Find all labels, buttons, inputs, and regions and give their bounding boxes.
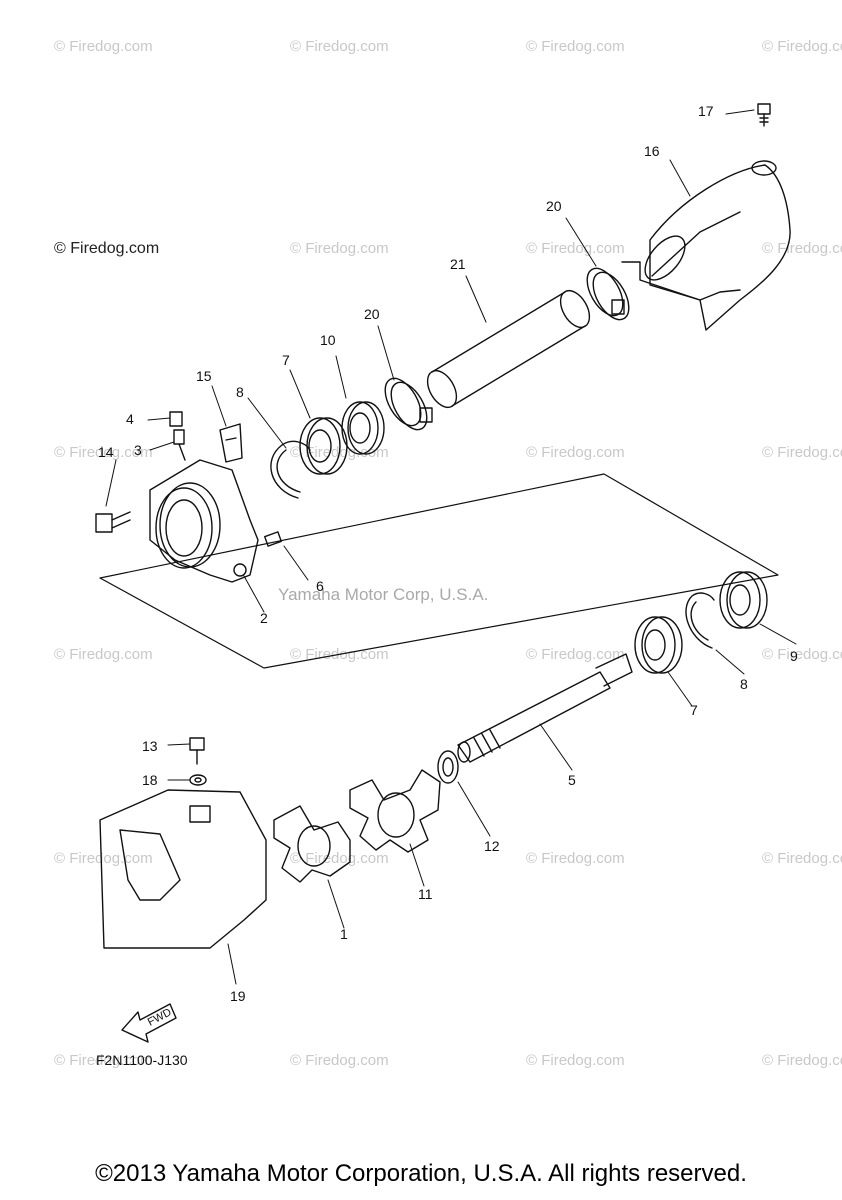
firedog-watermark-main: © Firedog.com <box>54 240 160 257</box>
watermark-text: © Firedog.com <box>290 850 389 867</box>
leader-lines <box>105 109 797 985</box>
fitting-3 <box>173 429 186 461</box>
callout-17: 15 <box>196 368 212 384</box>
callout-19: 17 <box>698 103 714 119</box>
watermark-text: © Firedog.com <box>54 1052 153 1069</box>
pump-housing-2 <box>149 459 259 583</box>
callout-10: 10 <box>320 332 336 348</box>
yamaha-corp-watermark: Yamaha Motor Corp, U.S.A. <box>278 585 489 604</box>
liner-1 <box>273 805 351 883</box>
callout-8: 8 <box>740 676 748 692</box>
watermark-text: © Firedog.com <box>526 1052 625 1069</box>
watermark-text: © Firedog.com <box>762 240 842 257</box>
watermark-text: © Firedog.com <box>54 646 153 663</box>
bearing-7-lower <box>634 616 683 674</box>
callout-16: 14 <box>98 444 114 460</box>
watermark-text: © Firedog.com <box>54 850 153 867</box>
watermark-text: © Firedog.com <box>526 240 625 257</box>
callout-13: 13 <box>142 738 158 754</box>
callout-14: 18 <box>142 772 158 788</box>
copyright-footer: ©2013 Yamaha Motor Corporation, U.S.A. A… <box>95 1160 747 1187</box>
callout-2: 2 <box>260 610 268 626</box>
washer-14 <box>189 774 207 786</box>
bearing-10 <box>341 401 385 455</box>
drive-shaft-6 <box>457 653 633 763</box>
callout-9: 9 <box>790 648 798 664</box>
clamp-20-upper <box>586 267 630 321</box>
watermark-text: © Firedog.com <box>526 850 625 867</box>
watermark-text: © Firedog.com <box>762 646 842 663</box>
hose-21 <box>426 289 591 409</box>
watermark-text: © Firedog.com <box>54 444 153 461</box>
pin-5 <box>264 531 282 547</box>
bolt-13 <box>189 737 205 765</box>
callout-3: 3 <box>134 442 142 458</box>
watermark-text: © Firedog.com <box>54 38 153 55</box>
watermark-text: © Firedog.com <box>290 1052 389 1069</box>
callout-18: 16 <box>644 143 660 159</box>
impeller-11 <box>349 769 441 853</box>
watermark-text: © Firedog.com <box>526 646 625 663</box>
callout-4: 4 <box>126 411 134 427</box>
callout-15: 19 <box>230 988 246 1004</box>
watermark-text: © Firedog.com <box>526 444 625 461</box>
watermark-text: © Firedog.com <box>762 850 842 867</box>
watermark-text: © Firedog.com <box>762 444 842 461</box>
callout-20: 20 <box>364 306 380 322</box>
cap-4 <box>169 411 183 427</box>
callout-1: 1 <box>340 926 348 942</box>
watermark-text: © Firedog.com <box>526 38 625 55</box>
circlip-8-lower <box>685 592 715 649</box>
fwd-label: FWD <box>146 1006 174 1028</box>
nozzle-18 <box>621 160 791 331</box>
bolt-19 <box>757 103 771 127</box>
callout-5: 6 <box>316 578 324 594</box>
callout-8: 8 <box>236 384 244 400</box>
watermark-text: © Firedog.com <box>762 38 842 55</box>
callout-7: 7 <box>690 702 698 718</box>
washer-12 <box>437 750 459 784</box>
clamp-20-lower <box>384 377 433 431</box>
bearing-9 <box>719 571 768 629</box>
callout-11: 11 <box>418 886 433 902</box>
circlip-8-upper <box>270 440 311 499</box>
plate-17 <box>219 423 243 463</box>
callout-7: 7 <box>282 352 290 368</box>
callout-12: 12 <box>484 838 500 854</box>
cover-15 <box>99 789 267 949</box>
watermark-text: © Firedog.com <box>290 240 389 257</box>
diagram-code: F2N1100-J130 <box>96 1052 188 1068</box>
callout-6: 5 <box>568 772 576 788</box>
bolt-16 <box>95 511 131 533</box>
callout-20: 20 <box>546 198 562 214</box>
assembly-outline <box>99 473 779 669</box>
watermark-text: © Firedog.com <box>290 38 389 55</box>
callout-21: 21 <box>450 256 466 272</box>
fwd-arrow-icon <box>121 1003 177 1043</box>
watermark-text: © Firedog.com <box>762 1052 842 1069</box>
